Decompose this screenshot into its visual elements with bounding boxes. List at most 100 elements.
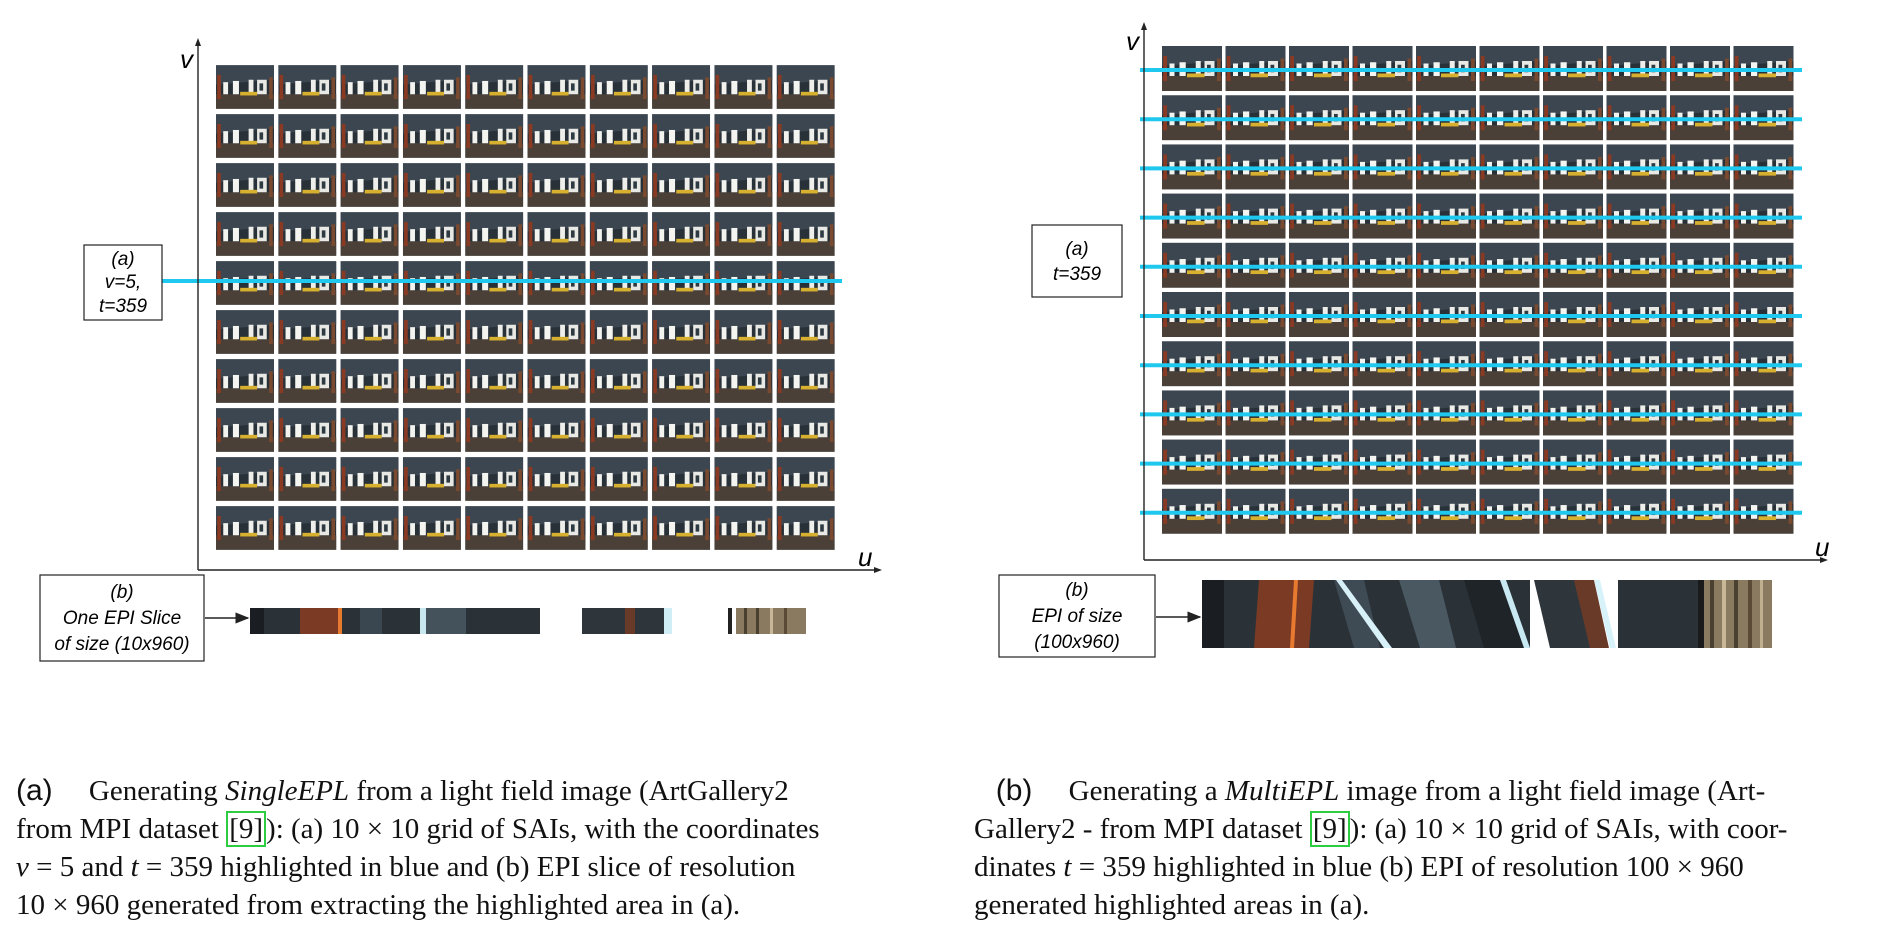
coordinate-label-line-2: v=5, [105,272,141,293]
sai-thumbnail [340,65,399,109]
sai-thumbnail [402,310,461,354]
sai-thumbnail [527,457,586,501]
sai-thumbnail [527,163,586,207]
coordinate-label-line-2: t=359 [1053,264,1102,285]
u-axis-label: u [858,542,872,572]
u-axis-label: u [1815,532,1829,562]
sai-thumbnail [216,359,274,403]
sai-thumbnail [340,114,399,158]
sai-thumbnail [278,310,337,354]
coordinate-label-line-1: (a) [111,249,134,270]
sai-thumbnail [402,457,461,501]
caption-a: (a) Generating SingleEPL from a light fi… [16,774,820,921]
sai-thumbnail [465,310,524,354]
sai-thumbnail [714,506,773,550]
sai-thumbnail [340,408,399,452]
sai-thumbnail [527,506,586,550]
sai-thumbnail [714,65,773,109]
sai-thumbnail [278,212,337,256]
sai-thumbnail [278,457,337,501]
sai-thumbnail [589,457,648,501]
coordinate-label-line-3: t=359 [99,296,148,317]
sai-thumbnail [776,457,835,501]
sai-thumbnail [465,65,524,109]
sai-thumbnail [465,408,524,452]
sai-thumbnail [714,408,773,452]
sai-thumbnail [652,506,711,550]
sai-thumbnail [402,408,461,452]
sai-grid [216,65,835,550]
subfigure-b: v u (a) t=359 (b) EPI of size (100x960) [944,0,1888,935]
sai-thumbnail [652,65,711,109]
sai-thumbnail [714,163,773,207]
sai-thumbnail [340,506,399,550]
coordinate-label-line-1: (a) [1065,239,1088,260]
epi-label-box [998,574,1156,658]
sai-thumbnail [278,408,337,452]
sai-thumbnail [340,310,399,354]
sai-thumbnail [527,359,586,403]
caption-tag: (a) [16,774,53,807]
sai-thumbnail [402,359,461,403]
sai-thumbnail [589,65,648,109]
method-name: MultiEPL [1224,775,1340,807]
epi-slice-image [250,608,806,634]
sai-thumbnail [714,359,773,403]
citation-link[interactable]: [9] [226,811,267,847]
sai-thumbnail [776,163,835,207]
sai-thumbnail [216,408,274,452]
sai-thumbnail [776,408,835,452]
sai-thumbnail [465,359,524,403]
sai-thumbnail [714,310,773,354]
citation-link[interactable]: [9] [1309,811,1350,847]
coordinate-label-box [83,244,163,321]
sai-thumbnail [216,65,274,109]
sai-thumbnail [776,310,835,354]
sai-thumbnail [527,114,586,158]
sai-thumbnail [776,359,835,403]
sai-thumbnail [216,457,274,501]
sai-thumbnail [402,65,461,109]
sai-thumbnail [340,212,399,256]
sai-thumbnail [714,212,773,256]
sai-thumbnail [652,310,711,354]
sai-thumbnail [402,506,461,550]
sai-thumbnail [402,163,461,207]
sai-thumbnail [589,163,648,207]
sai-thumbnail [652,114,711,158]
sai-thumbnail [589,212,648,256]
sai-thumbnail [589,114,648,158]
sai-thumbnail [652,163,711,207]
sai-thumbnail [340,359,399,403]
method-name: SingleEPL [225,775,350,807]
sai-thumbnail [776,506,835,550]
sai-thumbnail [652,212,711,256]
epi-label-line-3: (100x960) [1034,632,1120,653]
epi-label-box [39,574,205,662]
epi-label-line-2: One EPI Slice [63,608,181,629]
sai-thumbnail [216,163,274,207]
sai-thumbnail [652,457,711,501]
sai-thumbnail [216,212,274,256]
sai-thumbnail [527,310,586,354]
sai-thumbnail [714,114,773,158]
sai-thumbnail [216,310,274,354]
sai-thumbnail [652,408,711,452]
sai-thumbnail [527,65,586,109]
sai-thumbnail [776,212,835,256]
multi-epl-figure: v u (a) t=359 (b) EPI of size (100x960) [998,22,1829,658]
sai-thumbnail [776,65,835,109]
sai-thumbnail [714,457,773,501]
v-axis-label: v [1126,26,1141,56]
caption-tag: (b) [995,774,1033,807]
sai-thumbnail [527,212,586,256]
sai-thumbnail [465,506,524,550]
caption-b: (b) Generating a MultiEPL image from a l… [974,774,1788,921]
sai-thumbnail [402,114,461,158]
sai-thumbnail [589,506,648,550]
sai-thumbnail [278,359,337,403]
sai-thumbnail [527,408,586,452]
epi-label-line-2: EPI of size [1032,606,1123,627]
sai-thumbnail [278,65,337,109]
sai-thumbnail [278,114,337,158]
